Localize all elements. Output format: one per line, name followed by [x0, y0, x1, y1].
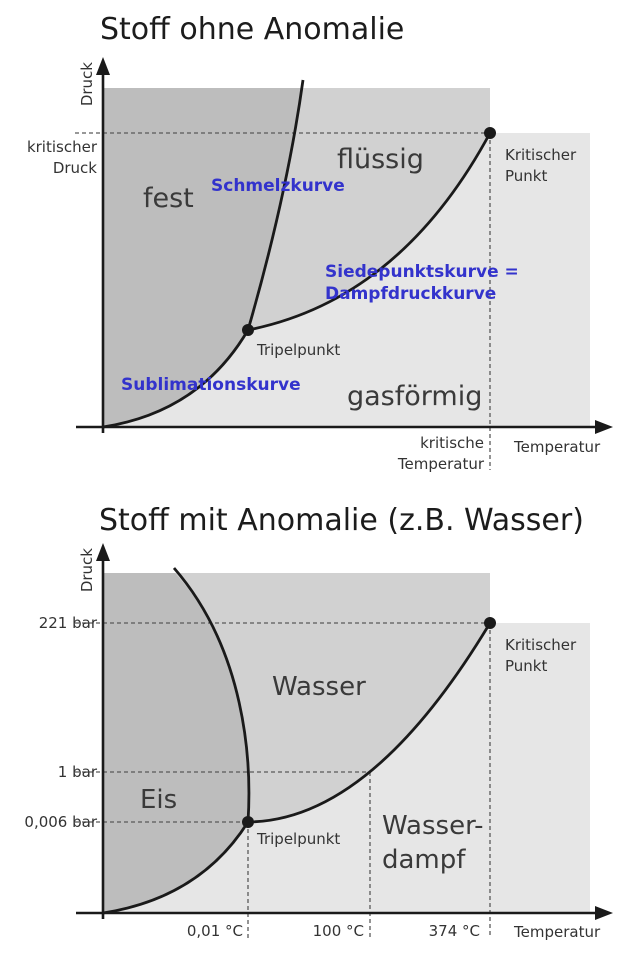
top-diagram-title: Stoff ohne Anomalie — [100, 12, 405, 47]
region-label-solid-top: fest — [143, 183, 194, 214]
top-melting-curve — [246, 79, 305, 331]
bottom-sublimation-curve — [102, 821, 250, 915]
top-critical-temperature-label: kritische Temperatur — [397, 434, 484, 473]
bottom-critical-point-dot — [484, 617, 496, 629]
top-x-axis-arrow-icon — [595, 420, 613, 434]
bottom-diagram-title: Stoff mit Anomalie (z.B. Wasser) — [99, 503, 584, 538]
bottom-solid-region — [103, 573, 249, 913]
temperature-tick-374c: 374 °C — [428, 922, 480, 940]
top-triple-point-label: Tripelpunkt — [257, 341, 341, 359]
top-pressure-axis-label: Druck — [78, 62, 96, 107]
top-temperature-axis-label: Temperatur — [514, 438, 601, 456]
region-label-liquid-top: flüssig — [337, 144, 424, 175]
bottom-y-axis-arrow-icon — [96, 543, 110, 561]
bottom-triple-point-label: Tripelpunkt — [257, 830, 341, 848]
region-label-gas-bottom: Wasser- dampf — [382, 811, 484, 875]
melting-curve-label: Schmelzkurve — [211, 176, 345, 196]
pressure-tick-1bar: 1 bar — [57, 763, 97, 781]
sublimation-curve-label: Sublimationskurve — [121, 375, 301, 395]
bottom-diagram-shapes — [75, 543, 613, 938]
bottom-triple-point-dot — [242, 816, 254, 828]
top-diagram-shapes — [75, 57, 613, 470]
region-label-liquid-bottom: Wasser — [272, 672, 366, 702]
temperature-tick-100c: 100 °C — [312, 922, 364, 940]
pressure-tick-221bar: 221 bar — [38, 614, 97, 632]
top-sublimation-curve — [102, 329, 250, 429]
bottom-critical-point-label: Kritischer Punkt — [505, 636, 577, 675]
bottom-temperature-axis-label: Temperatur — [514, 923, 601, 941]
region-label-solid-bottom: Eis — [140, 785, 178, 815]
bottom-pressure-axis-label: Druck — [78, 548, 96, 593]
top-y-axis-arrow-icon — [96, 57, 110, 75]
top-critical-point-dot — [484, 127, 496, 139]
top-critical-point-label: Kritischer Punkt — [505, 146, 577, 185]
temperature-tick-001c: 0,01 °C — [186, 922, 243, 940]
top-solid-region — [103, 88, 302, 427]
pressure-tick-0006bar: 0,006 bar — [24, 813, 97, 831]
top-triple-point-dot — [242, 324, 254, 336]
boiling-curve-label: Siedepunktskurve = Dampfdruckkurve — [325, 262, 519, 305]
region-label-gas-top: gasförmig — [347, 381, 483, 412]
top-critical-pressure-label: kritischer Druck — [26, 138, 97, 177]
bottom-vapor-pressure-curve — [247, 622, 492, 824]
top-vapor-pressure-curve — [247, 132, 492, 332]
bottom-x-axis-arrow-icon — [595, 906, 613, 920]
bottom-melting-curve — [172, 567, 251, 823]
